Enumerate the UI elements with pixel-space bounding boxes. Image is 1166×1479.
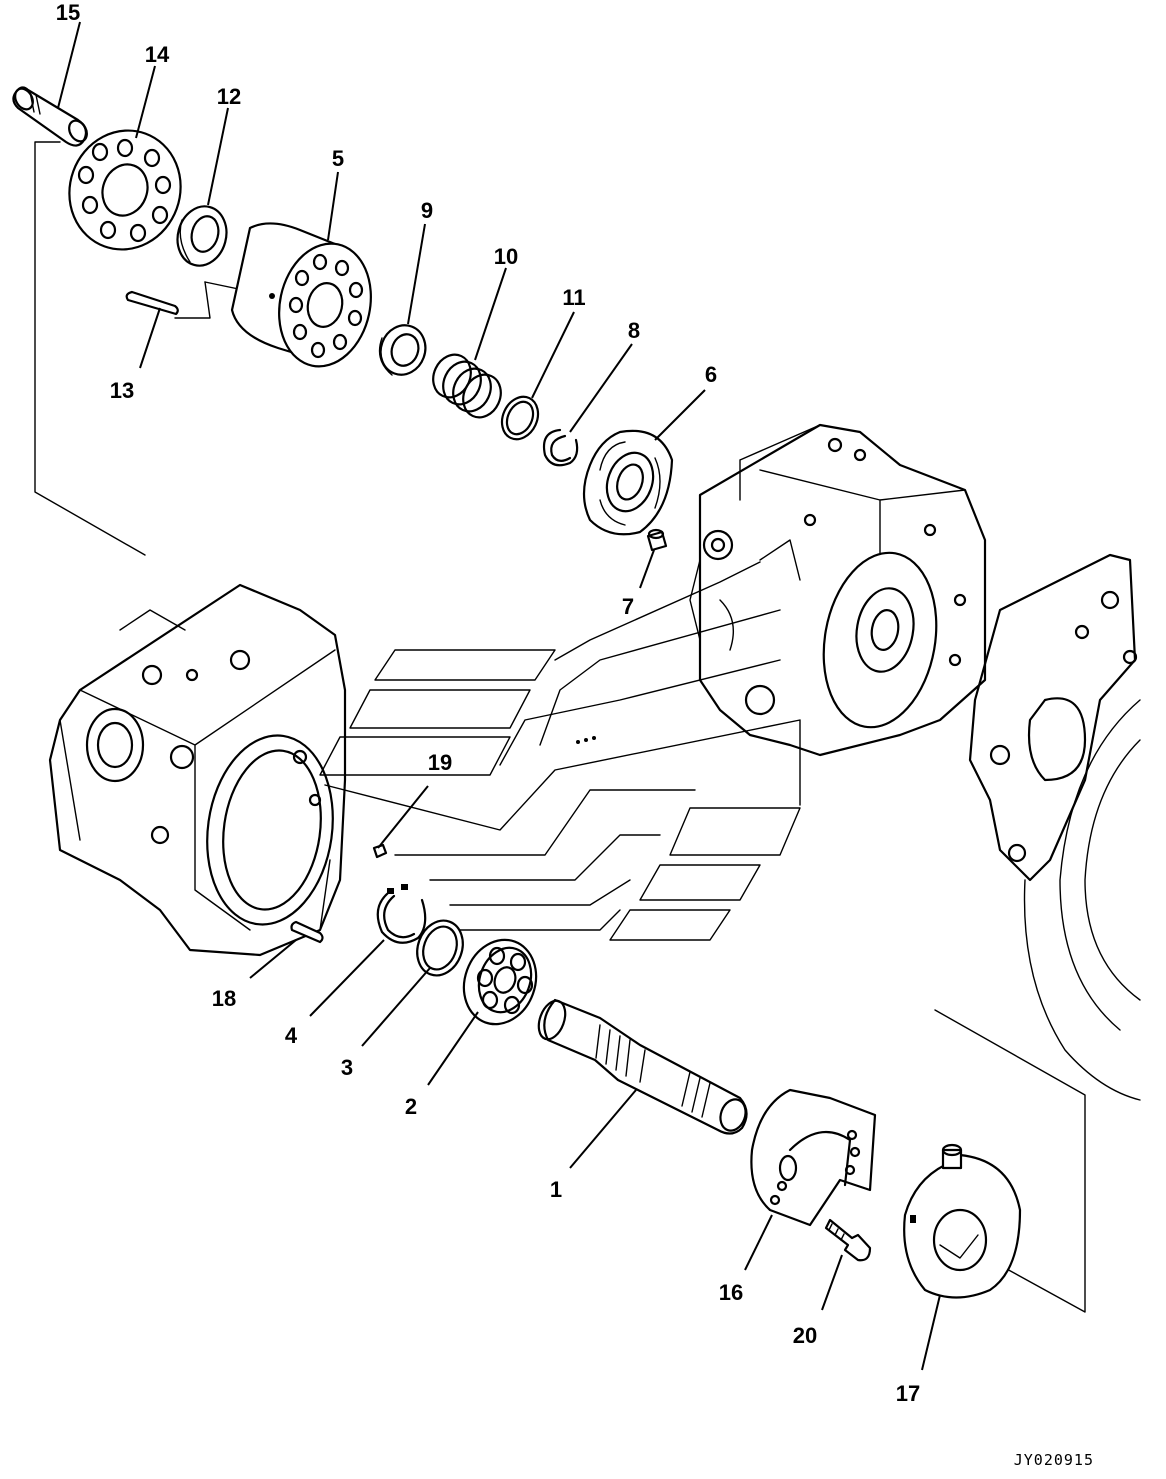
- callout-12: 12: [217, 84, 241, 109]
- callout-14: 14: [145, 42, 170, 67]
- callout-10: 10: [494, 244, 518, 269]
- part-9-ring[interactable]: [374, 319, 432, 381]
- callout-16: 16: [719, 1280, 743, 1305]
- callout-6: 6: [705, 362, 717, 387]
- assembly-boundary-lines: [34, 141, 1086, 1313]
- callout-17: 17: [896, 1381, 920, 1406]
- part-2-roller-bearing[interactable]: [452, 930, 547, 1035]
- part-11-washer[interactable]: [495, 391, 544, 445]
- part-5-cylinder-block[interactable]: [230, 222, 382, 375]
- pump-case-left: [48, 583, 347, 957]
- callout-1: 1: [550, 1177, 562, 1202]
- part-1-drive-shaft[interactable]: [534, 997, 750, 1135]
- leader-lines: [57, 21, 941, 1371]
- callout-9: 9: [421, 198, 433, 223]
- part-12-spherical-bushing[interactable]: [171, 201, 233, 271]
- part-13-pin[interactable]: [125, 290, 179, 316]
- part-7-dowel-pin[interactable]: [646, 528, 668, 552]
- part-6-valve-plate[interactable]: [582, 429, 674, 536]
- reference-arrows: [319, 561, 801, 941]
- part-15-piston[interactable]: [12, 85, 91, 147]
- part-10-spring[interactable]: [426, 348, 507, 423]
- callout-5: 5: [332, 146, 344, 171]
- drawing-code: JY020915: [1014, 1451, 1094, 1469]
- pump-case-right: [689, 423, 987, 757]
- part-3-washer[interactable]: [410, 914, 470, 982]
- callout-13: 13: [110, 378, 134, 403]
- part-14-retainer-plate[interactable]: [53, 115, 197, 265]
- callout-18: 18: [212, 986, 236, 1011]
- callout-3: 3: [341, 1055, 353, 1080]
- callout-19: 19: [428, 750, 452, 775]
- callout-8: 8: [628, 318, 640, 343]
- callout-15: 15: [56, 0, 80, 25]
- callout-11: 11: [562, 285, 585, 310]
- part-8-snap-ring[interactable]: [542, 428, 579, 467]
- part-16-swash-plate[interactable]: [750, 1088, 877, 1227]
- part-4-snap-ring[interactable]: [376, 884, 427, 944]
- callout-7: 7: [622, 594, 634, 619]
- part-18-pin[interactable]: [290, 920, 324, 944]
- engine-housing-partial: [968, 553, 1141, 1101]
- callout-labels: 15 14 12 5 9 10 11 8 6 7 13 19 18 4 3 2 …: [56, 0, 920, 1406]
- part-17-cover[interactable]: [903, 1143, 1022, 1299]
- callout-20: 20: [793, 1323, 817, 1348]
- callout-4: 4: [285, 1023, 298, 1048]
- part-20-bolt[interactable]: [824, 1218, 872, 1262]
- callout-2: 2: [405, 1094, 417, 1119]
